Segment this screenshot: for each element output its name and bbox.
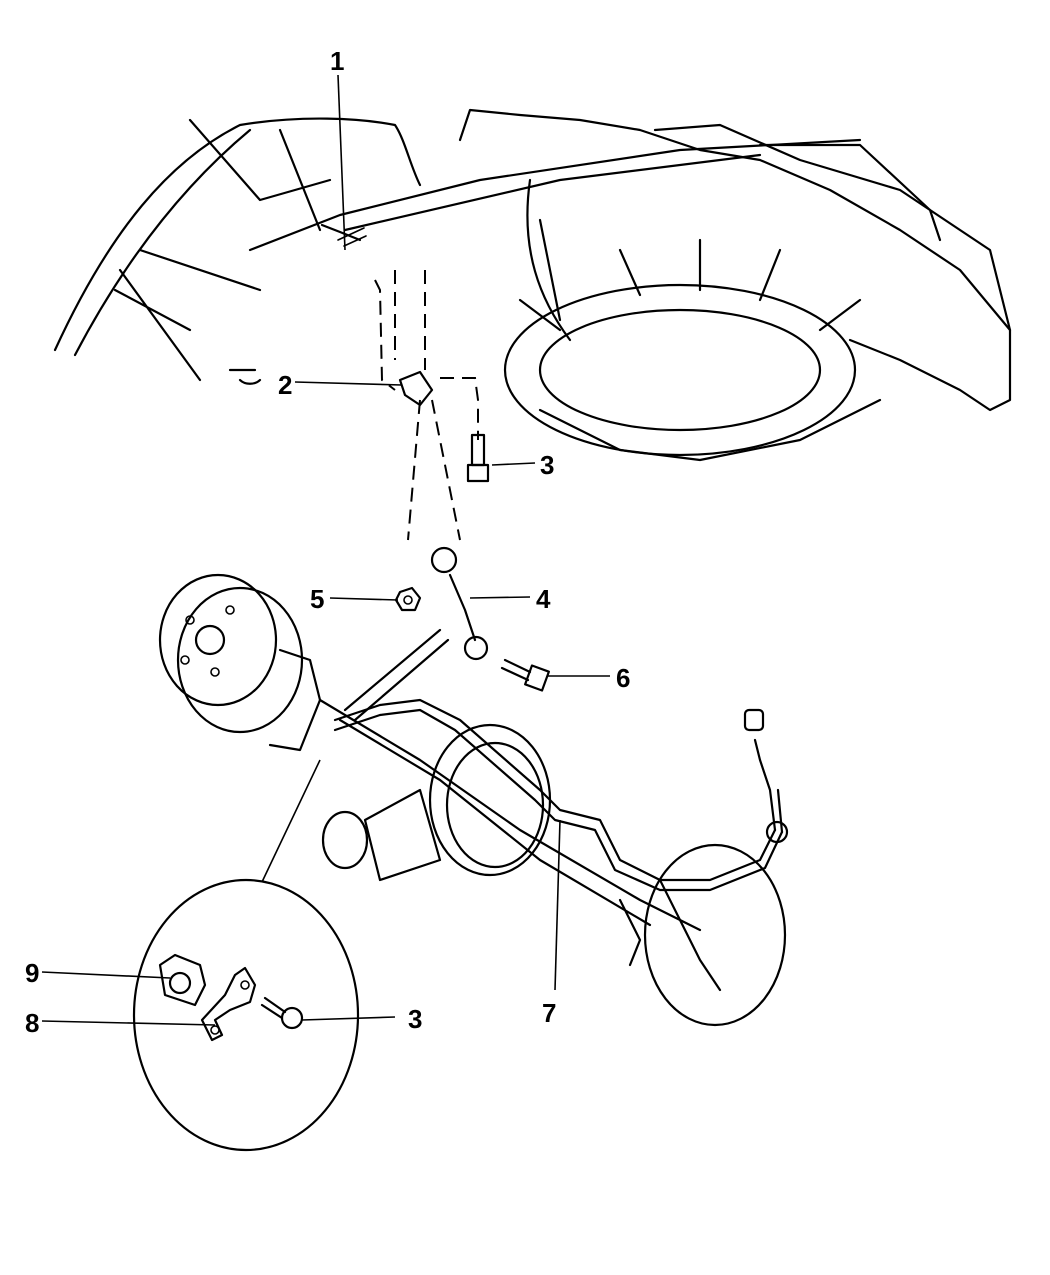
- callout-4: 4: [536, 584, 551, 614]
- stabilizer-bar-7: [333, 628, 789, 892]
- bracket-2: [394, 270, 479, 541]
- callout-3-upper: 3: [540, 450, 555, 480]
- bolt-1: [320, 223, 396, 391]
- callout-3-inset: 3: [408, 1004, 423, 1034]
- callout-6: 6: [616, 663, 631, 693]
- callout-5: 5: [310, 584, 325, 614]
- detail-inset: [132, 759, 360, 1152]
- bolt-6: [500, 658, 550, 692]
- callout-1: 1: [330, 46, 345, 76]
- vehicle-body-underside: [53, 108, 1012, 462]
- bolt-3-upper: [466, 433, 490, 483]
- leader-lines: [41, 74, 610, 1026]
- axle-housing: [268, 648, 702, 932]
- brake-drum-right: [618, 843, 787, 1027]
- brake-drum-left: [158, 573, 304, 734]
- callout-8: 8: [25, 1008, 40, 1038]
- nut-5: [394, 586, 422, 612]
- callout-7: 7: [542, 998, 557, 1028]
- link-4: [430, 546, 489, 661]
- callout-9: 9: [25, 958, 40, 988]
- callout-2: 2: [278, 370, 293, 400]
